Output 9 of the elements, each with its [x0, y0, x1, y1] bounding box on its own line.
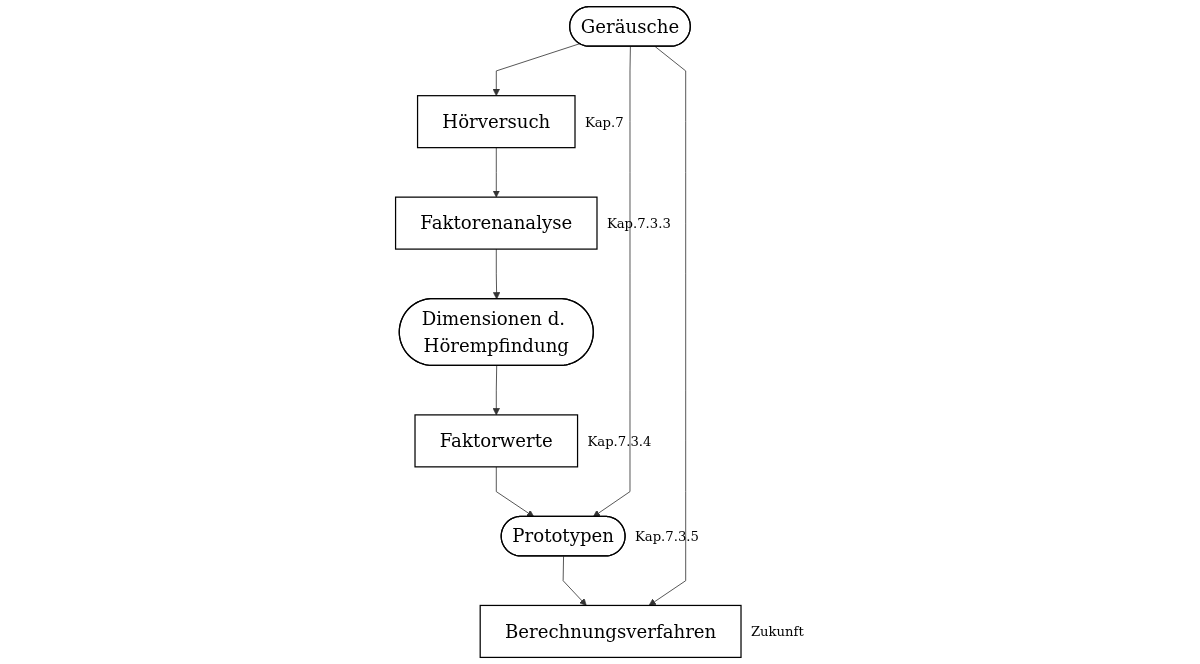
chapter-note: Kap.7.3.3: [606, 216, 671, 232]
chapter-note: Kap.7.3.5: [634, 529, 699, 545]
chapter-note: Kap.7: [584, 114, 624, 130]
node-box: Hörversuch: [416, 95, 576, 149]
node-box: Faktorwerte: [414, 414, 579, 468]
chapter-note: Zukunft: [750, 624, 804, 640]
node-box: Faktorenanalyse: [394, 196, 598, 250]
node-box: Berechnungsverfahren: [479, 604, 742, 658]
chapter-note: Kap.7.3.4: [587, 433, 652, 449]
